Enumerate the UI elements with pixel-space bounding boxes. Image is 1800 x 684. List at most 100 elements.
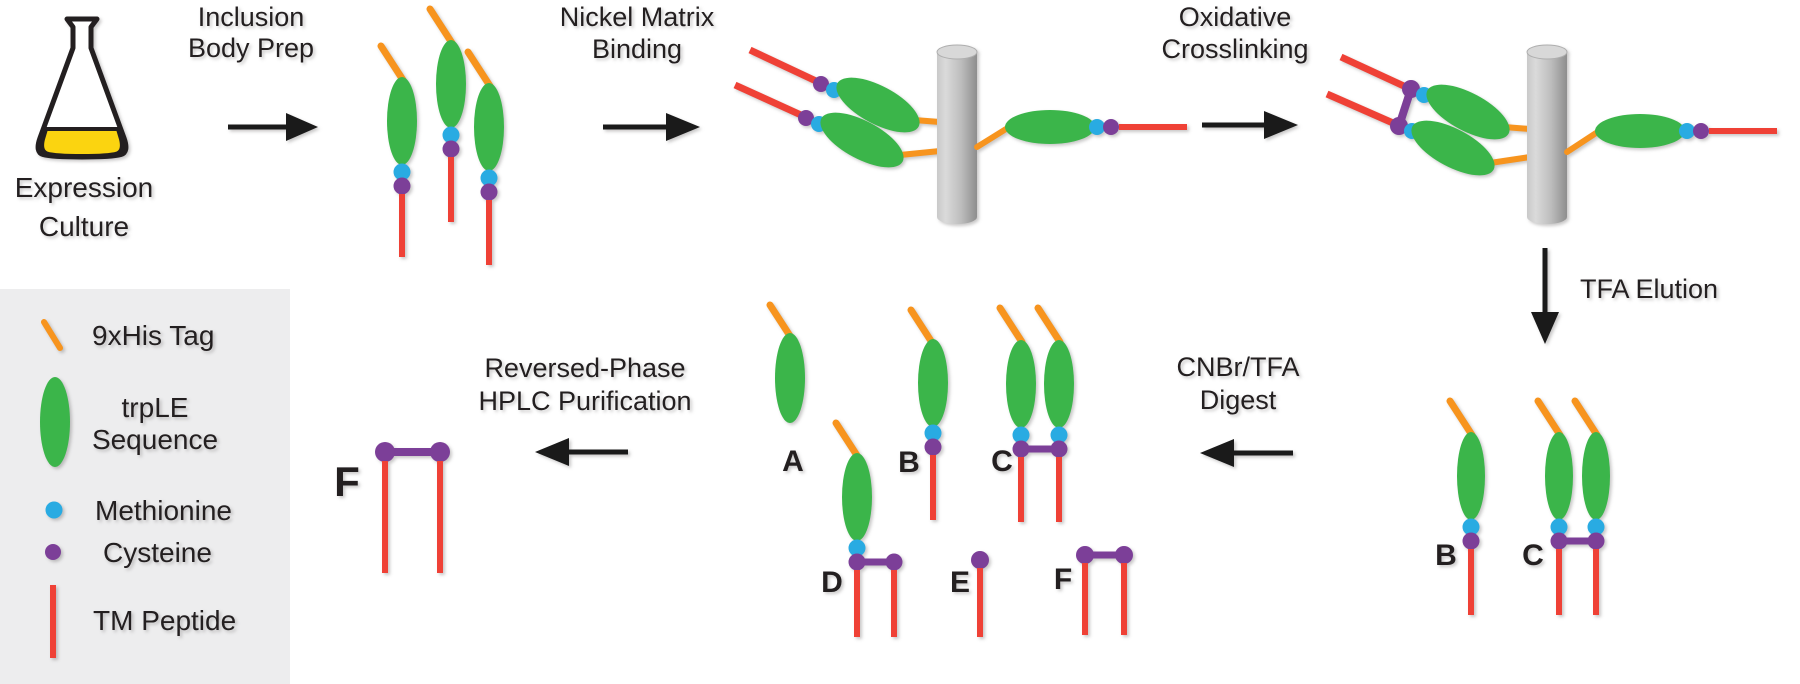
tm-peptide-line (748, 46, 818, 85)
cysteine-dot (1402, 80, 1420, 98)
cysteine-dot (1050, 440, 1068, 458)
cysteine-dot (1103, 119, 1119, 135)
stage-expression-culture: Expression Culture (15, 16, 154, 242)
cylinder-body (937, 52, 977, 224)
methionine-dot (924, 424, 942, 442)
his-tag-line (426, 5, 456, 47)
construct-monomer-1 (377, 42, 417, 257)
legend-item-tm-peptide: TM Peptide (50, 585, 236, 658)
his-tag-line (377, 42, 407, 84)
cysteine-dot (1115, 546, 1133, 564)
arrow-left-icon-cnbr (1200, 439, 1293, 467)
cysteine-dot (442, 140, 460, 158)
nickel-label-line2: Binding (592, 34, 682, 64)
digest-product-e: E (950, 551, 989, 637)
nickel-matrix-cylinder (1526, 44, 1568, 224)
cysteine-dot (798, 110, 814, 126)
construct-monomer-3 (464, 48, 504, 265)
eluted-c-label: C (1522, 539, 1544, 572)
arrow-right-icon-inclusion (228, 113, 318, 141)
trple-ellipse (436, 40, 466, 128)
oxidative-label-line1: Oxidative (1179, 2, 1292, 32)
legend: 9xHis Tag trpLE Sequence Methionine Cyst… (0, 289, 290, 684)
label-hplc-purification: Reversed-Phase HPLC Purification (478, 353, 691, 416)
arrow-head (535, 438, 569, 466)
trple-ellipse (1044, 340, 1074, 428)
tfa-elution-label: TFA Elution (1580, 274, 1718, 304)
digest-product-a: A (766, 301, 805, 478)
his-tag-line (1487, 154, 1533, 166)
bound-construct-right (974, 110, 1187, 150)
bound-construct-right (1564, 114, 1777, 155)
crosslinked-construct-lower (1325, 90, 1495, 176)
digest-d-label: D (821, 566, 843, 599)
trple-ellipse (836, 77, 920, 133)
trple-ellipse (1426, 84, 1510, 140)
his-tag-line (832, 419, 862, 461)
cysteine-dot (1693, 123, 1709, 139)
cysteine-dot (430, 442, 450, 462)
eluted-species-b: B (1435, 397, 1485, 615)
cysteine-dot (1012, 440, 1030, 458)
his-tag-line (907, 306, 937, 348)
trple-ellipse (775, 333, 805, 423)
methionine-dot (848, 539, 866, 557)
trple-ellipse (1582, 432, 1610, 520)
label-oxidative-crosslinking: Oxidative Crosslinking (1161, 2, 1308, 64)
cysteine-dot (375, 442, 395, 462)
trple-ellipse (820, 112, 904, 168)
methionine-dot (1679, 123, 1695, 139)
methionine-dot (1050, 426, 1068, 444)
arrow-right-icon-nickel (603, 113, 700, 141)
trple-ellipse (1545, 432, 1573, 520)
trple-ellipse (1595, 114, 1685, 148)
legend-item-cysteine: Cysteine (45, 537, 212, 568)
expression-culture-label-line2: Culture (39, 211, 129, 242)
trple-ellipse (474, 83, 504, 171)
stage-oxidative-crosslinking (1325, 44, 1777, 224)
bound-construct-lower (733, 81, 904, 168)
cysteine-dot (924, 438, 942, 456)
trple-ellipse (387, 77, 417, 165)
his-tag-line (1034, 304, 1064, 346)
trple-ellipse (1457, 432, 1485, 520)
cnbr-label-line2: Digest (1200, 385, 1277, 415)
expression-culture-label-line1: Expression (15, 172, 154, 203)
legend-methionine-label: Methionine (95, 495, 232, 526)
oxidative-label-line2: Crosslinking (1161, 34, 1308, 64)
cysteine-dot (1550, 532, 1568, 550)
bound-construct-upper (748, 46, 920, 133)
methionine-dot (1587, 518, 1605, 536)
legend-cysteine-label: Cysteine (103, 537, 212, 568)
flask-liquid (40, 127, 124, 158)
methionine-dot (442, 126, 460, 144)
trple-ellipse (1005, 110, 1095, 144)
methionine-dot (1462, 518, 1480, 536)
legend-item-his-tag: 9xHis Tag (41, 319, 214, 351)
arrow-down-icon-tfa (1531, 248, 1559, 344)
inclusion-label-line2: Body Prep (188, 33, 314, 63)
his-tag-line (1446, 397, 1476, 439)
legend-his-label: 9xHis Tag (92, 320, 214, 351)
cylinder-top-cap (936, 44, 978, 60)
crosslinked-construct-upper (1339, 53, 1510, 140)
arrow-head (286, 113, 318, 141)
arrow-head (1200, 439, 1234, 467)
his-tag-line (974, 126, 1009, 150)
eluted-species-c: C (1522, 397, 1610, 615)
nickel-matrix-cylinder (936, 44, 978, 224)
his-tag-line (1534, 397, 1564, 439)
trple-ellipse (1411, 120, 1495, 176)
legend-item-methionine: Methionine (45, 495, 232, 526)
digest-product-b: B (898, 306, 948, 520)
arrow-right-icon-oxidative (1202, 111, 1298, 139)
his-tag-line (1564, 130, 1599, 155)
cysteine-dot (1587, 532, 1605, 550)
his-tag-icon (41, 319, 63, 351)
final-f-label: F (334, 458, 360, 505)
label-cnbr-tfa-digest: CNBr/TFA Digest (1176, 352, 1299, 415)
methionine-dot (1012, 426, 1030, 444)
arrow-head (1531, 312, 1559, 344)
arrow-head (1264, 111, 1298, 139)
